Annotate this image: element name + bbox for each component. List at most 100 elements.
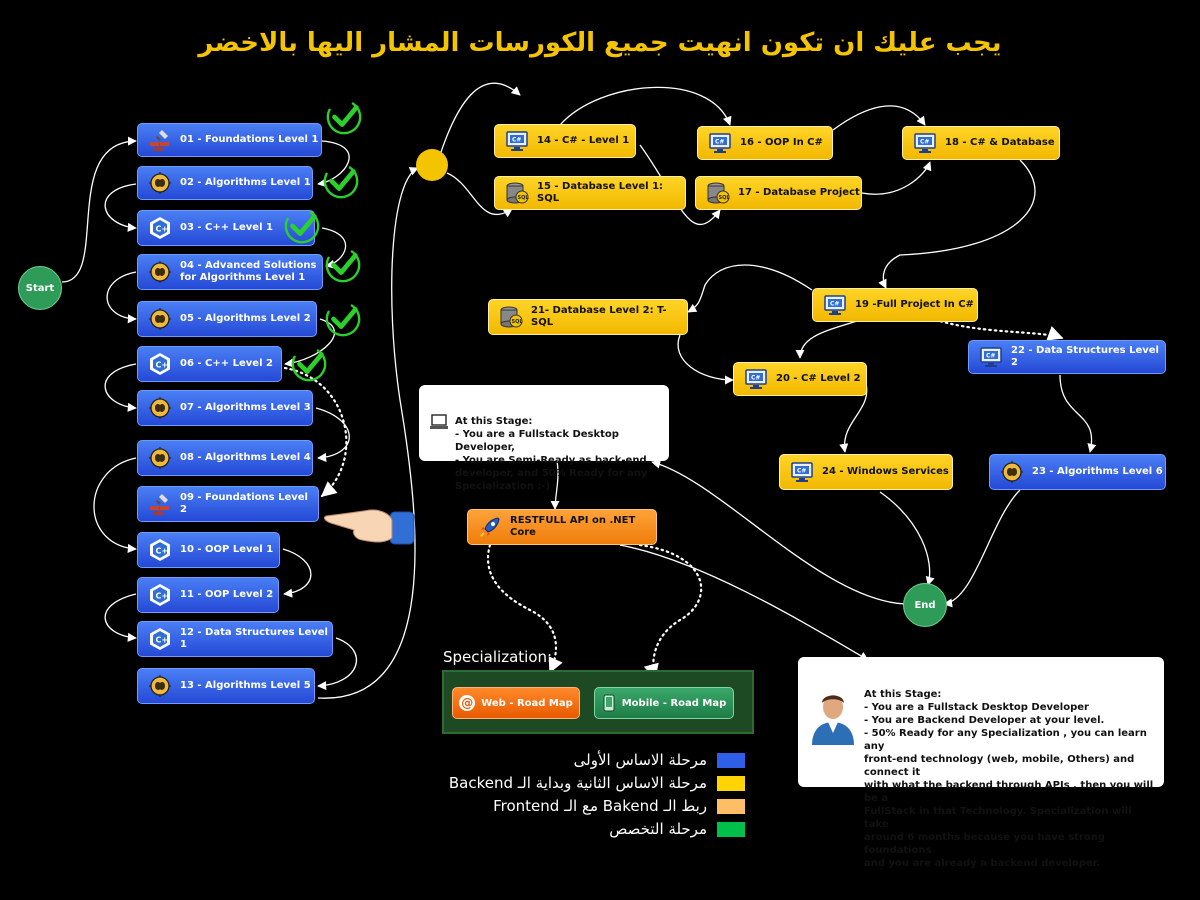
course-node-13[interactable]: 13 - Algorithms Level 5 bbox=[137, 668, 315, 704]
course-node-22[interactable]: C#22 - Data Structures Level 2 bbox=[968, 340, 1166, 374]
course-node-14[interactable]: C# 14 - C# - Level 1 bbox=[494, 124, 636, 158]
mobile-roadmap-button[interactable]: Mobile - Road Map bbox=[594, 687, 734, 719]
csharp-monitor-icon: C# bbox=[505, 129, 529, 153]
rocket-icon bbox=[478, 515, 502, 539]
course-node-18[interactable]: C# 18 - C# & Database bbox=[902, 126, 1060, 160]
course-node-label: 09 - Foundations Level 2 bbox=[180, 492, 308, 515]
course-node-04[interactable]: 04 - Advanced Solutions for Algorithms L… bbox=[137, 254, 323, 290]
course-node-12[interactable]: C+12 - Data Structures Level 1 bbox=[137, 621, 333, 657]
course-node-21[interactable]: SQL 21- Database Level 2: T-SQL bbox=[488, 299, 688, 335]
sql-database-icon: SQL bbox=[706, 181, 730, 205]
csharp-monitor-icon: C# bbox=[708, 131, 732, 155]
course-node-label: 24 - Windows Services bbox=[822, 466, 949, 477]
mobile-roadmap-label: Mobile - Road Map bbox=[621, 697, 727, 709]
cpp-logo-icon: C+ bbox=[148, 583, 172, 607]
course-node-05[interactable]: 05 - Algorithms Level 2 bbox=[137, 301, 317, 337]
restful-api-node[interactable]: RESTFULL API on .NET Core bbox=[467, 509, 657, 545]
course-node-label: 10 - OOP Level 1 bbox=[180, 544, 274, 555]
brain-chip-icon bbox=[148, 260, 172, 284]
svg-text:C#: C# bbox=[512, 137, 521, 144]
legend-text: مرحلة الاساس الأولى bbox=[573, 751, 707, 769]
stage2-note-text: At this Stage: - You are a Fullstack Des… bbox=[864, 689, 1154, 869]
legend-swatch bbox=[717, 798, 745, 814]
course-node-01[interactable]: 01 - Foundations Level 1 bbox=[137, 123, 322, 157]
csharp-monitor-icon: C# bbox=[823, 293, 847, 317]
course-node-label: 01 - Foundations Level 1 bbox=[180, 134, 319, 145]
course-node-label: 08 - Algorithms Level 4 bbox=[180, 452, 311, 463]
csharp-monitor-icon: C# bbox=[790, 460, 814, 484]
brain-chip-icon bbox=[148, 396, 172, 420]
course-node-label: 13 - Algorithms Level 5 bbox=[180, 680, 311, 691]
legend-row: ربط الـ Bakend مع الـ Frontend bbox=[400, 796, 745, 816]
svg-text:C#: C# bbox=[920, 139, 929, 146]
svg-text:C+: C+ bbox=[156, 225, 169, 234]
legend-text: مرحلة الاساس الثانية وبداية الـ Backend bbox=[448, 774, 707, 792]
course-node-20[interactable]: C#20 - C# Level 2 bbox=[733, 362, 867, 396]
sql-database-icon: SQL bbox=[505, 181, 529, 205]
cpp-logo-icon: C+ bbox=[148, 216, 172, 240]
svg-text:SQL: SQL bbox=[719, 195, 731, 201]
brain-chip-icon bbox=[1000, 460, 1024, 484]
course-node-label: 21- Database Level 2: T-SQL bbox=[531, 305, 667, 328]
course-node-label: RESTFULL API on .NET Core bbox=[510, 515, 636, 538]
legend-swatch bbox=[717, 752, 745, 768]
course-node-15[interactable]: SQL 15 - Database Level 1: SQL bbox=[494, 176, 686, 210]
course-node-02[interactable]: 02 - Algorithms Level 1 bbox=[137, 166, 313, 200]
course-node-label: 02 - Algorithms Level 1 bbox=[180, 177, 311, 188]
svg-text:C#: C# bbox=[715, 139, 724, 146]
course-node-label: 15 - Database Level 1: SQL bbox=[537, 181, 664, 204]
course-node-23[interactable]: 23 - Algorithms Level 6 bbox=[989, 454, 1166, 490]
course-node-16[interactable]: C# 16 - OOP In C# bbox=[697, 126, 833, 160]
legend-swatch bbox=[717, 775, 745, 791]
course-node-07[interactable]: 07 - Algorithms Level 3 bbox=[137, 390, 313, 426]
laptop-icon bbox=[430, 414, 448, 429]
course-node-label: 16 - OOP In C# bbox=[740, 137, 823, 148]
course-node-06[interactable]: C+06 - C++ Level 2 bbox=[137, 346, 282, 382]
course-node-label: 14 - C# - Level 1 bbox=[537, 135, 630, 146]
course-node-09[interactable]: 09 - Foundations Level 2 bbox=[137, 486, 319, 522]
svg-text:SQL: SQL bbox=[512, 319, 524, 325]
course-node-label: 19 -Full Project In C# bbox=[855, 299, 974, 310]
checkmark-icon bbox=[325, 301, 361, 337]
stage2-note: At this Stage: - You are a Fullstack Des… bbox=[798, 657, 1164, 869]
end-node: End bbox=[903, 583, 947, 627]
legend-row: مرحلة التخصص bbox=[400, 819, 745, 839]
svg-text:C+: C+ bbox=[156, 592, 169, 601]
legend-row: مرحلة الاساس الأولى bbox=[400, 750, 745, 770]
specialization-label: Specialization: bbox=[443, 648, 553, 666]
web-roadmap-label: Web - Road Map bbox=[481, 697, 573, 709]
svg-text:C#: C# bbox=[797, 468, 806, 475]
legend-text: مرحلة التخصص bbox=[609, 820, 707, 838]
pointing-hand-icon bbox=[323, 509, 415, 545]
legend-row: مرحلة الاساس الثانية وبداية الـ Backend bbox=[400, 773, 745, 793]
stage1-note-text: At this Stage: - You are a Fullstack Des… bbox=[455, 416, 651, 492]
checkmark-icon bbox=[325, 247, 361, 283]
course-node-11[interactable]: C+11 - OOP Level 2 bbox=[137, 577, 279, 613]
course-node-10[interactable]: C+ 10 - OOP Level 1 bbox=[137, 532, 280, 568]
checkmark-icon bbox=[284, 208, 320, 244]
hub-node bbox=[416, 149, 448, 181]
stage1-note: At this Stage: - You are a Fullstack Des… bbox=[419, 385, 669, 492]
person-avatar-icon bbox=[812, 695, 854, 745]
svg-text:SQL: SQL bbox=[518, 195, 530, 201]
course-node-label: 05 - Algorithms Level 2 bbox=[180, 313, 311, 324]
brain-chip-icon bbox=[148, 171, 172, 195]
course-node-24[interactable]: C# 24 - Windows Services bbox=[779, 454, 953, 490]
course-node-label: 23 - Algorithms Level 6 bbox=[1032, 466, 1163, 477]
cpp-logo-icon: C+ bbox=[148, 352, 172, 376]
course-node-08[interactable]: 08 - Algorithms Level 4 bbox=[137, 440, 313, 476]
csharp-monitor-icon: C# bbox=[913, 131, 937, 155]
course-node-label: 18 - C# & Database bbox=[945, 137, 1055, 148]
brain-chip-icon bbox=[148, 446, 172, 470]
checkmark-icon bbox=[326, 99, 362, 135]
cpp-logo-icon: C+ bbox=[148, 538, 172, 562]
course-node-19[interactable]: C# 19 -Full Project In C# bbox=[812, 288, 978, 322]
sql-database-icon: SQL bbox=[499, 305, 523, 329]
checkmark-icon bbox=[323, 163, 359, 199]
page-title: يجب عليك ان تكون انهيت جميع الكورسات الم… bbox=[198, 28, 1002, 58]
web-roadmap-button[interactable]: @ Web - Road Map bbox=[452, 687, 580, 719]
course-node-label: 12 - Data Structures Level 1 bbox=[180, 627, 328, 650]
course-node-label: 20 - C# Level 2 bbox=[776, 373, 861, 384]
brain-chip-icon bbox=[148, 674, 172, 698]
